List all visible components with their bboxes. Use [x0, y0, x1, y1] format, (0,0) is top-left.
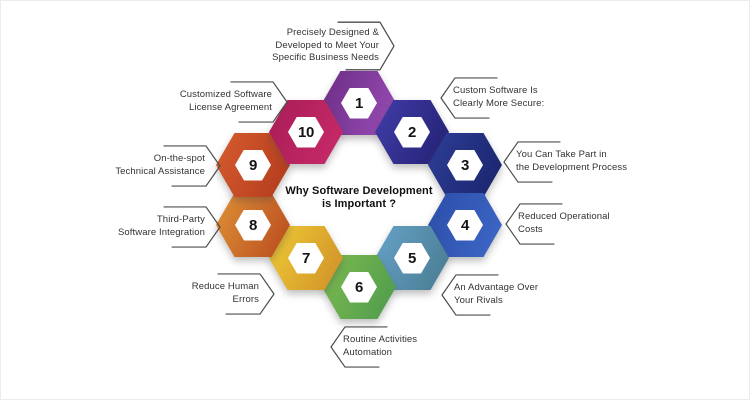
hexagon-3-number: 3: [460, 156, 470, 174]
diagram-title: Why Software Development is Important ?: [285, 185, 433, 210]
callout-8: Third-Party Software Integration: [95, 205, 221, 248]
hexagon-3: 3: [428, 133, 502, 197]
callout-9-text: On-the-spot Technical Assistance: [115, 153, 205, 177]
bracket-left-icon: [505, 202, 563, 245]
hexagon-1-hole: 1: [341, 87, 377, 119]
callout-10: Customized Software License Agreement: [157, 80, 288, 123]
hexagon-5: 5: [375, 226, 449, 290]
callout-8-text: Third-Party Software Integration: [117, 214, 205, 238]
hexagon-3-hole: 3: [447, 149, 483, 181]
hexagon-1-number: 1: [354, 94, 364, 112]
hexagon-6-hole: 6: [341, 271, 377, 303]
hexagon-10-shape: 10: [269, 100, 343, 164]
hexagon-7-shape: 7: [269, 226, 343, 290]
hexagon-8-hole: 8: [235, 209, 271, 241]
hexagon-4-hole: 4: [447, 209, 483, 241]
callout-3-text: You Can Take Part in the Development Pro…: [516, 149, 628, 173]
hexagon-2-hole: 2: [394, 116, 430, 148]
callout-5-text: An Advantage Over Your Rivals: [454, 282, 539, 306]
bracket-left-icon: [440, 76, 498, 119]
hexagon-3-shape: 3: [428, 133, 502, 197]
bracket-right-icon: [163, 205, 221, 248]
callout-7-text: Reduce Human Errors: [191, 281, 259, 305]
hexagon-10-number: 10: [297, 123, 315, 141]
callout-7: Reduce Human Errors: [169, 272, 275, 315]
hexagon-7-number: 7: [301, 249, 311, 267]
hexagon-6-number: 6: [354, 278, 364, 296]
hexagon-6-shape: 6: [322, 255, 396, 319]
callout-1-text: Precisely Designed & Developed to Meet Y…: [272, 27, 379, 63]
hexagon-2-number: 2: [407, 123, 417, 141]
hexagon-8: 8: [216, 193, 290, 257]
callout-10-text: Customized Software License Agreement: [179, 89, 272, 113]
hexagon-5-shape: 5: [375, 226, 449, 290]
hexagon-6: 6: [322, 255, 396, 319]
hexagon-8-shape: 8: [216, 193, 290, 257]
hexagon-7: 7: [269, 226, 343, 290]
callout-5: An Advantage Over Your Rivals: [441, 273, 562, 316]
callout-2-text: Custom Software Is Clearly More Secure:: [453, 85, 545, 109]
hexagon-5-number: 5: [407, 249, 417, 267]
bracket-left-icon: [441, 273, 499, 316]
callout-3: You Can Take Part in the Development Pro…: [503, 140, 644, 183]
bracket-left-icon: [330, 325, 388, 368]
hexagon-9-hole: 9: [235, 149, 271, 181]
callout-1: Precisely Designed & Developed to Meet Y…: [249, 21, 395, 71]
callout-4: Reduced Operational Costs: [505, 202, 630, 245]
bracket-right-icon: [230, 80, 288, 123]
callout-6-text: Routine Activities Automation: [343, 334, 418, 358]
callout-4-text: Reduced Operational Costs: [518, 211, 610, 235]
hexagon-5-hole: 5: [394, 242, 430, 274]
callout-2: Custom Software Is Clearly More Secure:: [440, 76, 565, 119]
bracket-right-icon: [217, 272, 275, 315]
bracket-right-icon: [163, 144, 221, 187]
hexagon-10: 10: [269, 100, 343, 164]
callout-9: On-the-spot Technical Assistance: [95, 144, 221, 187]
hexagon-10-hole: 10: [288, 116, 324, 148]
bracket-left-icon: [503, 140, 561, 183]
hexagon-9-number: 9: [248, 156, 258, 174]
hexagon-8-number: 8: [248, 216, 258, 234]
callout-6: Routine Activities Automation: [330, 325, 447, 368]
hexagon-4-number: 4: [460, 216, 470, 234]
hexagon-7-hole: 7: [288, 242, 324, 274]
bracket-right-icon: [337, 21, 395, 71]
